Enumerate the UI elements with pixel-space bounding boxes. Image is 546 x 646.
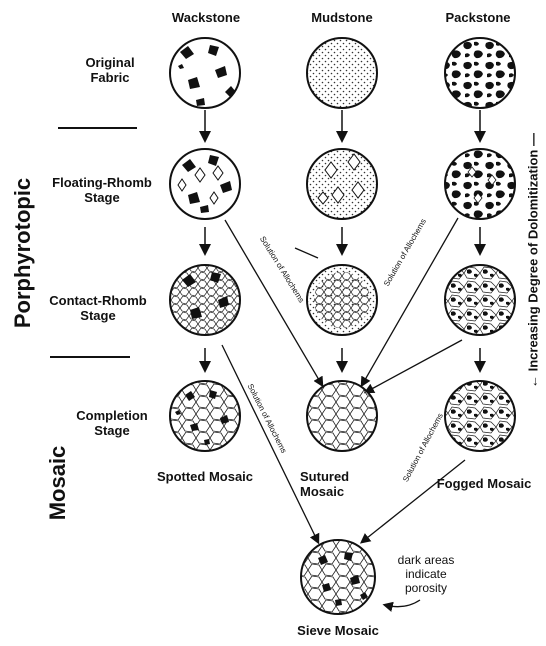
result-spotted-mosaic: Spotted Mosaic (140, 469, 270, 484)
stage-completion: Completion Stage (62, 408, 162, 438)
result-sutured-line1: Sutured (300, 469, 370, 484)
axis-dolomitization-end: — (526, 133, 541, 150)
column-mudstone: Mudstone (292, 10, 392, 25)
result-fogged-mosaic: Fogged Mosaic (422, 476, 546, 491)
result-sieve-mosaic: Sieve Mosaic (283, 623, 393, 638)
stage-original-fabric: Original Fabric (60, 55, 160, 85)
mudstone-floating-rhomb-circle (307, 149, 377, 219)
packstone-contact-rhomb-circle (445, 265, 515, 335)
porosity-arrow (385, 600, 420, 607)
group-porphyrotopic: Porphyrotopic (10, 173, 36, 333)
stage-original-fabric-line1: Original (60, 55, 160, 70)
result-sutured-mosaic: Sutured Mosaic (300, 469, 370, 499)
wackstone-original-circle (170, 38, 240, 108)
mudstone-original-circle (307, 38, 377, 108)
column-packstone: Packstone (428, 10, 528, 25)
group-mosaic: Mosaic (45, 443, 71, 523)
stage-floating-rhomb: Floating-Rhomb Stage (42, 175, 162, 205)
stage-completion-line1: Completion (62, 408, 162, 423)
stage-contact-rhomb-line1: Contact-Rhomb (36, 293, 160, 308)
porosity-note: dark areas indicate porosity (386, 553, 466, 595)
wackstone-contact-rhomb-circle (170, 265, 240, 335)
result-sutured-line2: Mosaic (300, 484, 370, 499)
axis-dolomitization: ← Increasing Degree of Dolomitization — (526, 126, 541, 396)
wackstone-spotted-mosaic-circle (170, 381, 240, 451)
packstone-floating-rhomb-circle (445, 149, 515, 219)
stage-original-fabric-line2: Fabric (60, 70, 160, 85)
packstone-fogged-mosaic-circle (445, 381, 515, 451)
porosity-note-line3: porosity (386, 581, 466, 595)
stage-contact-rhomb: Contact-Rhomb Stage (36, 293, 160, 323)
sieve-mosaic-circle (301, 540, 375, 614)
wackstone-floating-rhomb-circle (170, 149, 240, 219)
axis-dolomitization-text: Increasing Degree of Dolomitization (526, 150, 541, 372)
mudstone-sutured-mosaic-circle (307, 381, 377, 451)
porosity-note-line2: indicate (386, 567, 466, 581)
stage-floating-rhomb-line2: Stage (42, 190, 162, 205)
axis-dolomitization-arrow: ← (526, 371, 541, 388)
stage-contact-rhomb-line2: Stage (36, 308, 160, 323)
stage-floating-rhomb-line1: Floating-Rhomb (42, 175, 162, 190)
stage-completion-line2: Stage (62, 423, 162, 438)
column-wackstone: Wackstone (156, 10, 256, 25)
porosity-note-line1: dark areas (386, 553, 466, 567)
mudstone-contact-rhomb-circle (307, 265, 377, 335)
packstone-original-circle (445, 38, 515, 108)
